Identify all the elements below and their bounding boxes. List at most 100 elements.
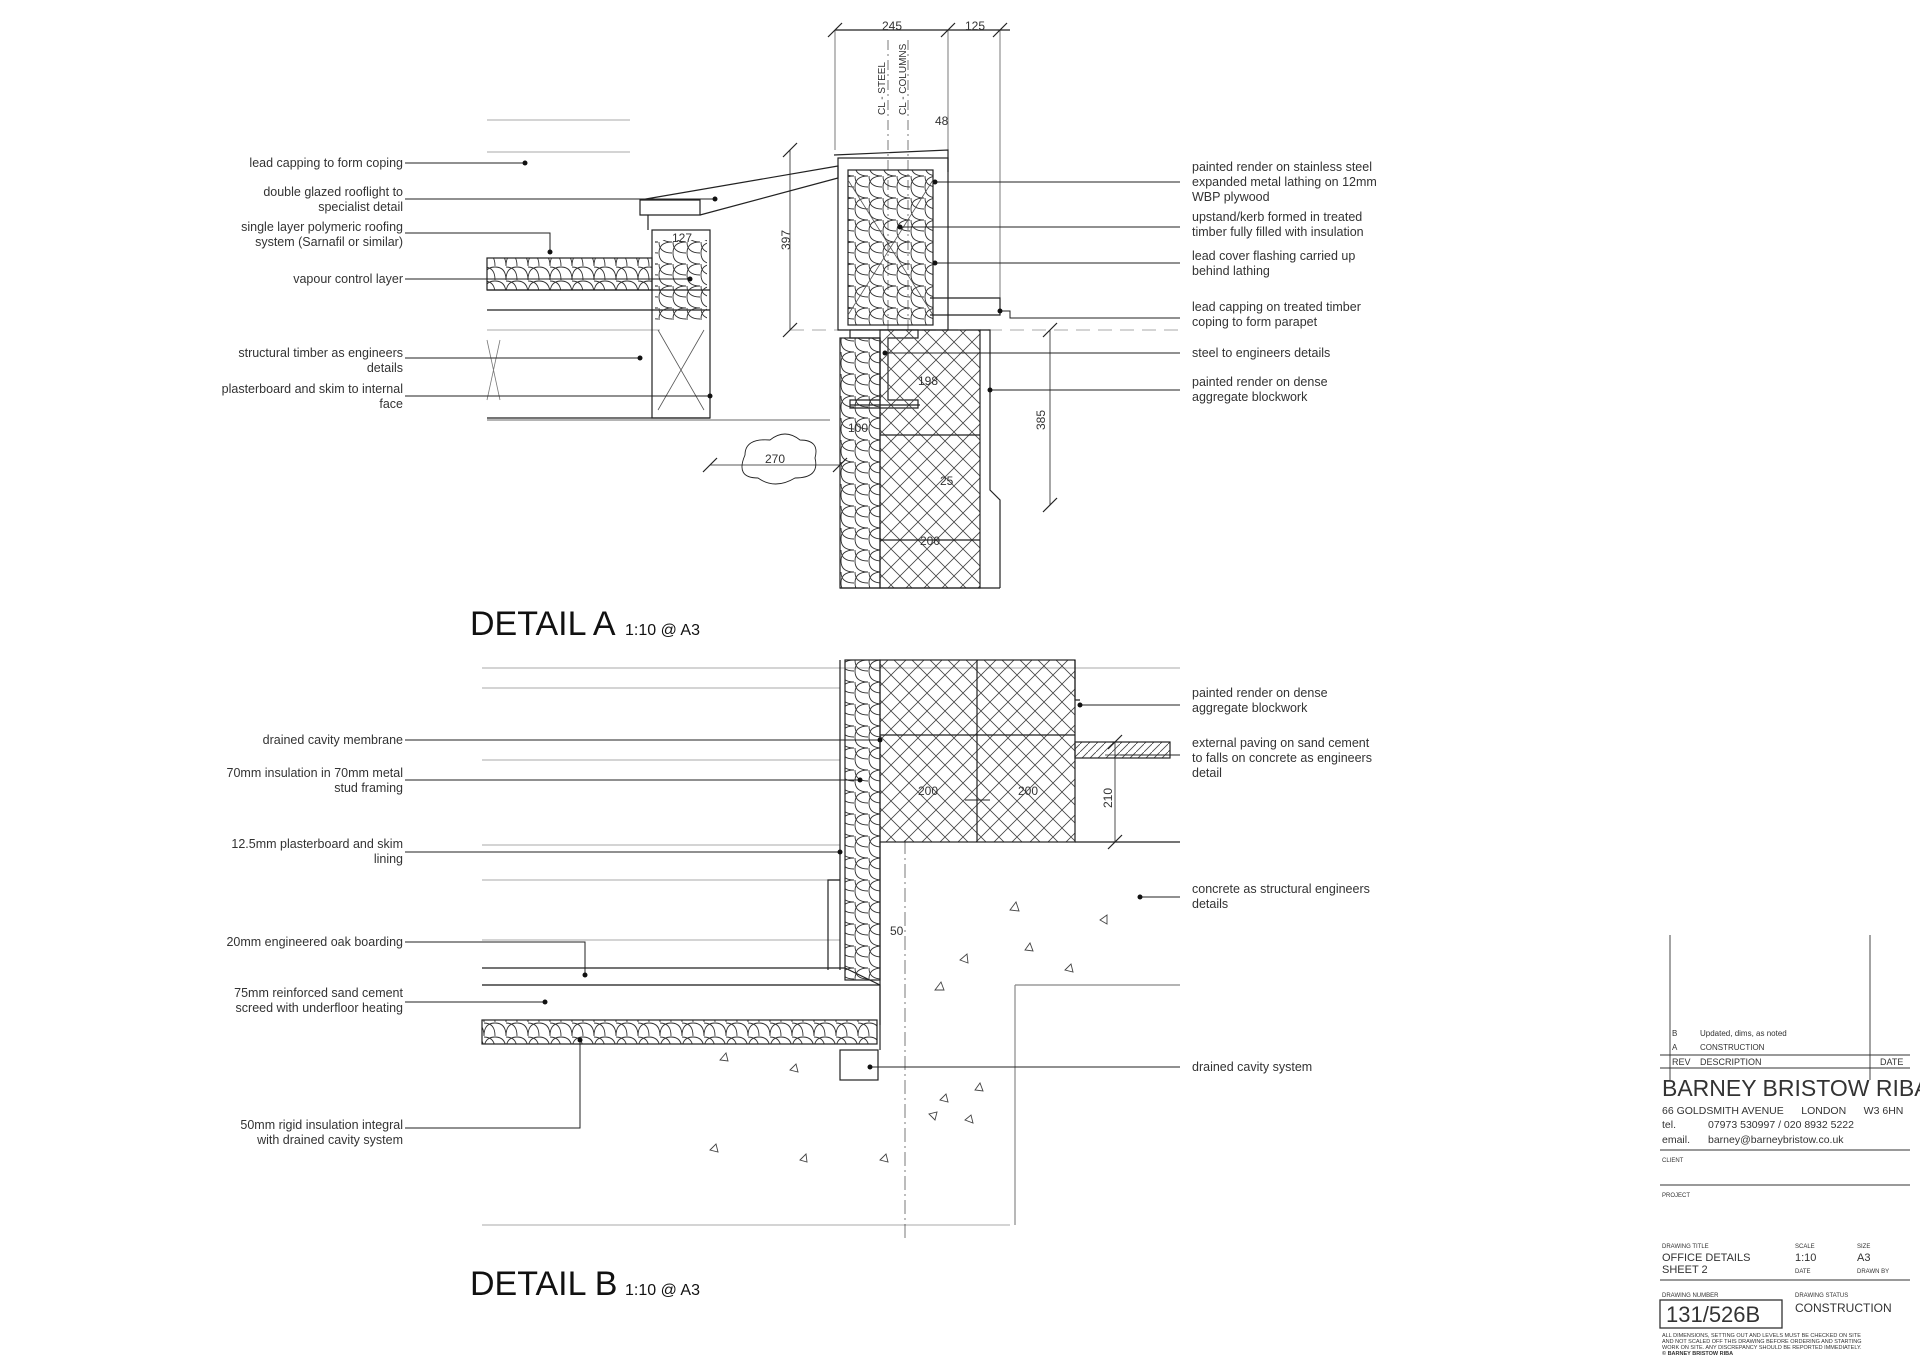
- detail-a-scale: 1:10 @ A3: [625, 622, 700, 639]
- detail-b-dimension-labels: 200 200 210 50: [890, 784, 1115, 938]
- drawing-number-label: DRAWING NUMBER: [1662, 1293, 1719, 1299]
- note-line-2: AND NOT SCALED OFF THIS DRAWING BEFORE O…: [1662, 1339, 1862, 1345]
- detail-a-right-labels: painted render on stainless steelexpande…: [1192, 160, 1377, 404]
- detail-b-scale: 1:10 @ A3: [625, 1282, 700, 1299]
- cl-columns-label: CL - COLUMNS: [898, 43, 909, 115]
- detail-a-left-labels: lead capping to form coping double glazed…: [222, 156, 403, 411]
- detail-a-right-label-3-line-0: lead capping on treated timber: [1192, 300, 1361, 314]
- tel-number: 07973 530997 / 020 8932 5222: [1708, 1119, 1854, 1131]
- tel-label: tel.: [1662, 1119, 1676, 1131]
- firm-name: BARNEY BRISTOW RIBA: [1662, 1075, 1920, 1101]
- detail-a-left-label-0-line-0: lead capping to form coping: [249, 156, 403, 170]
- date-label: DATE: [1795, 1269, 1811, 1275]
- detail-a-right-label-3-line-1: coping to form parapet: [1192, 315, 1318, 329]
- detail-a-left-label-3-line-0: vapour control layer: [293, 272, 403, 286]
- size-value: A3: [1857, 1252, 1870, 1264]
- dim-125: 125: [965, 19, 985, 33]
- detail-a-right-label-5-line-1: aggregate blockwork: [1192, 390, 1308, 404]
- scale-value: 1:10: [1795, 1252, 1816, 1264]
- detail-b-right-label-0-line-1: aggregate blockwork: [1192, 701, 1308, 715]
- detail-a-left-label-2-line-1: system (Sarnafil or similar): [255, 235, 403, 249]
- detail-a-left-label-2-line-0: single layer polymeric roofing: [241, 220, 403, 234]
- detail-b-left-label-5-line-1: with drained cavity system: [256, 1133, 403, 1147]
- email-address: barney@barneybristow.co.uk: [1708, 1134, 1844, 1146]
- detail-a-title: DETAIL A: [470, 605, 616, 643]
- drawing-status: CONSTRUCTION: [1795, 1301, 1892, 1315]
- detail-b-right-label-1-line-0: external paving on sand cement: [1192, 736, 1370, 750]
- rev-a-description: CONSTRUCTION: [1700, 1043, 1765, 1052]
- dim-200-left: 200: [918, 784, 938, 798]
- detail-a-left-label-5-line-0: plasterboard and skim to internal: [222, 382, 403, 396]
- detail-a-right-label-0-line-0: painted render on stainless steel: [1192, 160, 1372, 174]
- dim-100: 100: [848, 421, 868, 435]
- note-line-1: ALL DIMENSIONS, SETTING OUT AND LEVELS M…: [1662, 1333, 1861, 1339]
- email-label: email.: [1662, 1134, 1690, 1146]
- detail-a-right-label-2-line-0: lead cover flashing carried up: [1192, 249, 1355, 263]
- title-block: [1659, 935, 1910, 1329]
- dim-200-right: 200: [1018, 784, 1038, 798]
- dim-127: 127: [672, 231, 692, 245]
- detail-b: [405, 659, 1180, 1240]
- detail-a-right-label-1-line-0: upstand/kerb formed in treated: [1192, 210, 1362, 224]
- detail-b-left-label-4-line-0: 75mm reinforced sand cement: [234, 986, 403, 1000]
- concrete-aggregate-marks: [709, 901, 1108, 1163]
- detail-b-left-label-3-line-0: 20mm engineered oak boarding: [226, 935, 403, 949]
- detail-b-left-label-2-line-0: 12.5mm plasterboard and skim: [231, 837, 403, 851]
- rev-b: B: [1672, 1029, 1677, 1038]
- scale-label: SCALE: [1795, 1244, 1815, 1250]
- dim-48: 48: [935, 114, 949, 128]
- dim-245: 245: [882, 19, 902, 33]
- rev-a: A: [1672, 1043, 1678, 1052]
- detail-b-right-label-2-line-0: concrete as structural engineers: [1192, 882, 1370, 896]
- detail-a-dimension-labels: 245 125 48 397 127 198 100 270 25 200 38…: [672, 19, 1048, 548]
- dim-25: 25: [940, 474, 954, 488]
- detail-a: [405, 22, 1180, 589]
- detail-b-right-label-2-line-1: details: [1192, 897, 1228, 911]
- detail-b-left-label-5-line-0: 50mm rigid insulation integral: [240, 1118, 403, 1132]
- title-block-text: B Updated, dims, as noted A CONSTRUCTION…: [1662, 1029, 1920, 1357]
- col-description: DESCRIPTION: [1700, 1057, 1762, 1067]
- detail-b-right-label-1-line-1: to falls on concrete as engineers: [1192, 751, 1372, 765]
- detail-b-title: DETAIL B: [470, 1265, 617, 1303]
- detail-a-right-label-2-line-1: behind lathing: [1192, 264, 1270, 278]
- drawing-status-label: DRAWING STATUS: [1795, 1293, 1848, 1299]
- copyright: © BARNEY BRISTOW RIBA: [1662, 1350, 1733, 1357]
- detail-b-left-label-0-line-0: drained cavity membrane: [263, 733, 403, 747]
- dim-210: 210: [1101, 788, 1115, 808]
- detail-a-left-label-1-line-1: specialist detail: [318, 200, 403, 214]
- detail-a-left-label-4-line-0: structural timber as engineers: [238, 346, 403, 360]
- dim-198: 198: [918, 374, 938, 388]
- detail-a-left-label-1-line-0: double glazed rooflight to: [263, 185, 403, 199]
- firm-address: 66 GOLDSMITH AVENUE LONDON W3 6HN: [1662, 1105, 1903, 1117]
- detail-a-right-label-5-line-0: painted render on dense: [1192, 375, 1328, 389]
- client-label: CLIENT: [1662, 1158, 1684, 1164]
- detail-b-right-label-1-line-2: detail: [1192, 766, 1222, 780]
- detail-b-left-label-2-line-1: lining: [374, 852, 403, 866]
- detail-b-left-label-4-line-1: screed with underfloor heating: [236, 1001, 404, 1015]
- detail-a-right-label-4-line-0: steel to engineers details: [1192, 346, 1330, 360]
- detail-a-right-label-0-line-1: expanded metal lathing on 12mm: [1192, 175, 1377, 189]
- col-date: DATE: [1880, 1057, 1903, 1067]
- dim-200: 200: [920, 534, 940, 548]
- dim-270: 270: [765, 452, 785, 466]
- detail-a-left-label-5-line-1: face: [379, 397, 403, 411]
- drawn-by-label: DRAWN BY: [1857, 1269, 1889, 1275]
- detail-b-right-label-0-line-0: painted render on dense: [1192, 686, 1328, 700]
- detail-a-right-label-1-line-1: timber fully filled with insulation: [1192, 225, 1364, 239]
- detail-a-leader-dots: [522, 160, 1003, 399]
- detail-b-right-label-3-line-0: drained cavity system: [1192, 1060, 1312, 1074]
- rev-b-description: Updated, dims, as noted: [1700, 1029, 1787, 1038]
- note-line-3: WORK ON SITE. ANY DISCREPANCY SHOULD BE …: [1662, 1345, 1862, 1351]
- detail-a-left-label-4-line-1: details: [367, 361, 403, 375]
- cl-steel-label: CL - STEEL: [877, 62, 888, 115]
- detail-b-leader-dots: [542, 702, 1143, 1070]
- detail-b-left-label-1-line-1: stud framing: [334, 781, 403, 795]
- detail-b-left-labels: drained cavity membrane 70mm insulation i…: [226, 733, 403, 1147]
- project-label: PROJECT: [1662, 1193, 1690, 1199]
- drawing-title-line2: SHEET 2: [1662, 1264, 1708, 1276]
- detail-b-left-label-1-line-0: 70mm insulation in 70mm metal: [227, 766, 403, 780]
- dim-397: 397: [779, 230, 793, 250]
- col-rev: REV: [1672, 1057, 1691, 1067]
